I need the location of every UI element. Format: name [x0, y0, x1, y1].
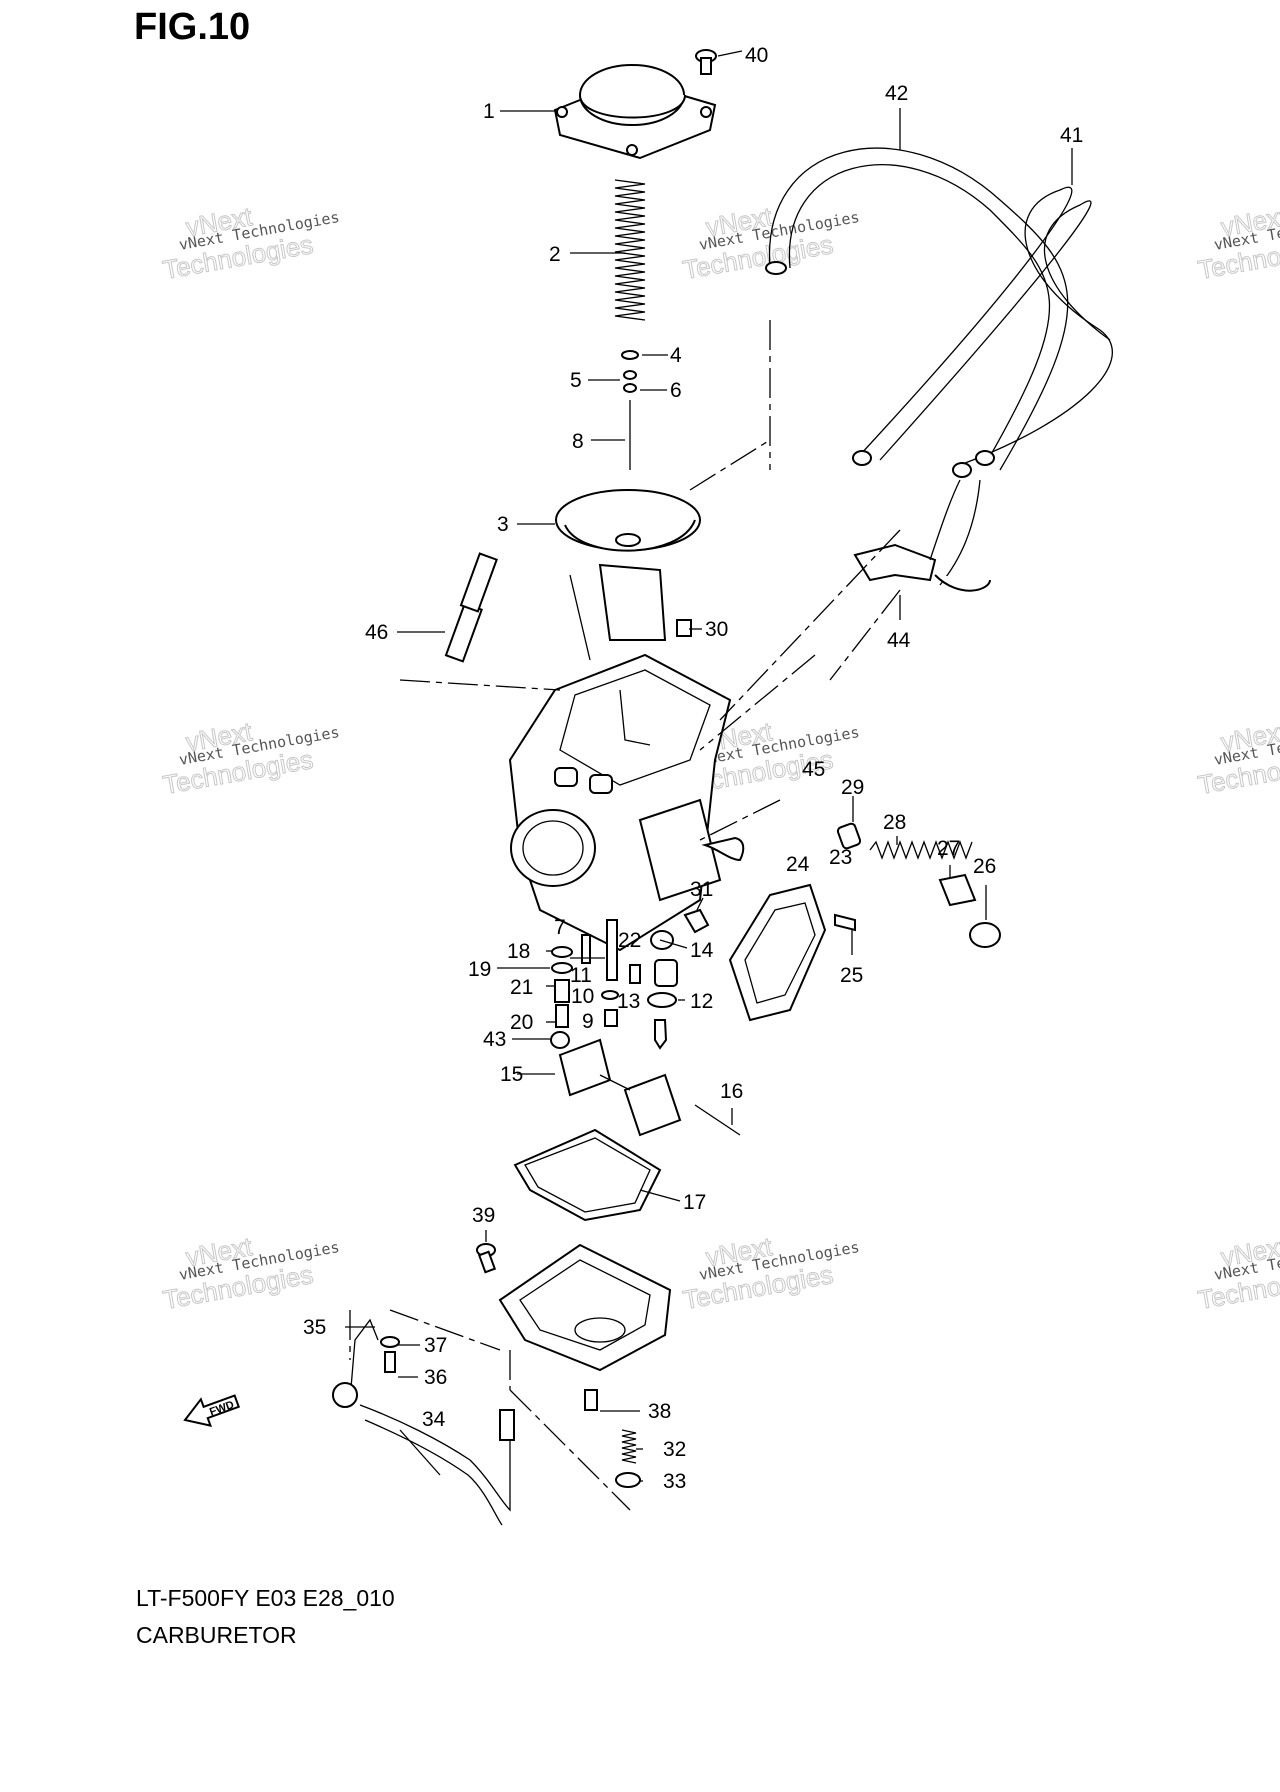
- callout-24: 24: [786, 853, 810, 876]
- callout-21: 21: [510, 976, 533, 999]
- callout-32: 32: [663, 1438, 686, 1461]
- float: [558, 1038, 741, 1137]
- jets-and-screws: [550, 908, 710, 1050]
- hose-bracket: [853, 479, 991, 592]
- callout-3: 3: [497, 513, 509, 536]
- model-code: LT-F500FY E03 E28_010: [136, 1585, 395, 1611]
- screw-39: [476, 1243, 497, 1274]
- float-bowl: [498, 1243, 672, 1372]
- watermark: vNext vNext Technologies Technologies: [680, 1231, 861, 1316]
- callout-35: 35: [303, 1316, 326, 1339]
- part-30: [676, 619, 692, 637]
- callout-37: 37: [424, 1334, 447, 1357]
- screw-40: [695, 49, 717, 75]
- callout-45: 45: [802, 758, 825, 781]
- drain-hose: [332, 1318, 515, 1526]
- top-cap: [553, 64, 717, 160]
- callout-25: 25: [840, 964, 863, 987]
- callout-13: 13: [617, 990, 640, 1013]
- pipes-46: [444, 552, 498, 663]
- callout-8: 8: [572, 430, 584, 453]
- callout-2: 2: [549, 243, 561, 266]
- callout-43: 43: [483, 1028, 506, 1051]
- figure-title: FIG.10: [134, 6, 251, 48]
- callout-40: 40: [745, 44, 768, 67]
- callout-30: 30: [705, 618, 728, 641]
- callout-44: 44: [887, 629, 911, 652]
- section-name: CARBURETOR: [136, 1622, 297, 1648]
- callout-15: 15: [500, 1063, 523, 1086]
- fwd-arrow: FWD: [183, 1394, 241, 1428]
- drain-screw-parts: [584, 1389, 641, 1488]
- callout-1: 1: [483, 100, 495, 123]
- callout-41: 41: [1060, 124, 1083, 147]
- watermark: vNext vNext Technologies Technologies: [160, 201, 341, 286]
- callout-27: 27: [937, 837, 960, 860]
- callout-46: 46: [365, 621, 388, 644]
- callout-5: 5: [570, 369, 582, 392]
- callout-16: 16: [720, 1080, 743, 1103]
- spring: [614, 179, 646, 321]
- carburetor-body: [508, 653, 745, 952]
- callout-9: 9: [582, 1010, 594, 1033]
- svg-text:FWD: FWD: [208, 1399, 236, 1419]
- callout-6: 6: [670, 379, 682, 402]
- watermark: vNext vNext Technologies Technologies: [1195, 1231, 1280, 1316]
- callout-31: 31: [690, 878, 713, 901]
- side-cover-parts: [728, 822, 1001, 1022]
- callout-22: 22: [618, 929, 641, 952]
- callout-12: 12: [690, 990, 713, 1013]
- watermark: vNext vNext Technologies Technologies: [160, 1231, 341, 1316]
- callout-10: 10: [571, 985, 594, 1008]
- watermark: vNext vNext Technologies Technologies: [1195, 201, 1280, 286]
- callout-17: 17: [683, 1191, 706, 1214]
- phantom-lines: [349, 320, 901, 1511]
- callout-29: 29: [841, 776, 864, 799]
- callout-11: 11: [570, 964, 592, 987]
- callout-14: 14: [690, 939, 714, 962]
- callout-20: 20: [510, 1011, 533, 1034]
- diaphragm-piston: [555, 489, 701, 661]
- callout-28: 28: [883, 811, 906, 834]
- callout-26: 26: [973, 855, 996, 878]
- callout-34: 34: [422, 1408, 446, 1431]
- needle-parts: [621, 350, 639, 470]
- callout-38: 38: [648, 1400, 671, 1423]
- watermark: vNext vNext Technologies Technologies: [160, 716, 341, 801]
- callout-36: 36: [424, 1366, 447, 1389]
- callout-39: 39: [472, 1204, 495, 1227]
- callout-19: 19: [468, 958, 491, 981]
- leader-lines: [345, 50, 1073, 1482]
- callout-7: 7: [554, 916, 566, 939]
- callout-23: 23: [829, 846, 852, 869]
- callout-33: 33: [663, 1470, 686, 1493]
- vent-hoses: [765, 147, 1113, 478]
- float-chamber-gasket: [513, 1128, 662, 1222]
- callout-42: 42: [885, 82, 908, 105]
- callouts: 1 2 3 4 5 6 7 8 9 10 11 12 13 14 15 16 1…: [303, 44, 1083, 1493]
- callout-18: 18: [507, 940, 530, 963]
- callout-4: 4: [670, 344, 682, 367]
- watermark: vNext vNext Technologies Technologies: [1195, 716, 1280, 801]
